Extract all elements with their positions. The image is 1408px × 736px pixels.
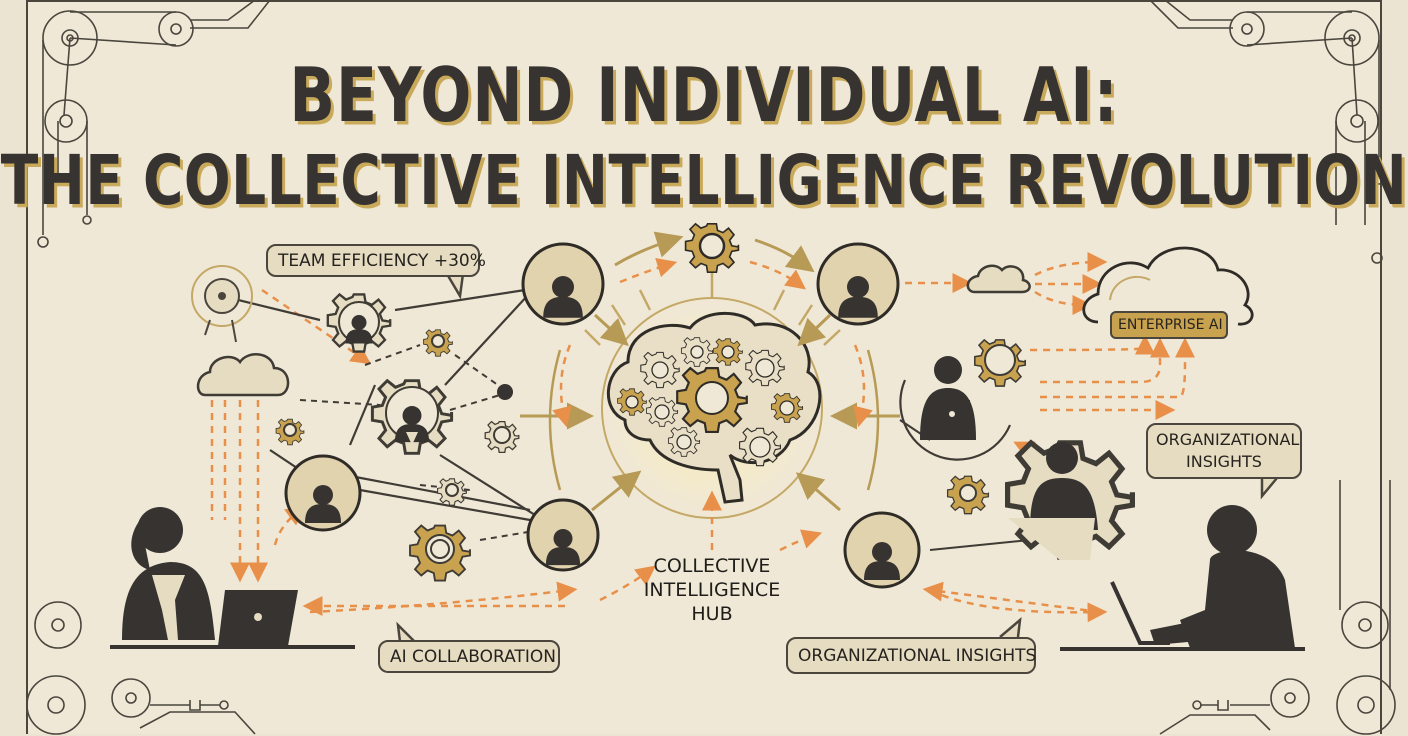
person-gear-node [1008, 442, 1133, 560]
title-line-2: THE COLLECTIVE INTELLIGENCE REVOLUTION [0, 140, 1408, 220]
enterprise-ai-label: ENTERPRISE AI [1110, 311, 1228, 339]
cloud-icon-small [966, 264, 1031, 294]
organizational-insights-right-label: ORGANIZATIONAL INSIGHTS [1146, 423, 1302, 479]
pulley-decoration-bottom-right [1159, 480, 1396, 735]
person-laptop-node [899, 356, 1012, 461]
team-efficiency-label: TEAM EFFICIENCY +30% [266, 244, 486, 277]
hub-label-line-2: INTELLIGENCE [643, 579, 781, 601]
ai-collaboration-label: AI COLLABORATION [378, 640, 560, 673]
collective-intelligence-hub-label: COLLECTIVE INTELLIGENCE HUB [632, 550, 792, 630]
woman-laptop-figure [110, 507, 355, 649]
pulley-decoration-top-right [1149, 0, 1384, 264]
hub-rays [584, 258, 841, 346]
pulley-decoration-top-left [37, 0, 271, 248]
brain-gears-icon [607, 311, 822, 504]
man-laptop-figure [1060, 505, 1305, 651]
hub-label-line-3: HUB [691, 603, 733, 625]
hub-label-line-1: COLLECTIVE [653, 555, 771, 577]
pulley-decoration-bottom-left [26, 601, 256, 735]
cloud-icon-enterprise [1082, 246, 1254, 326]
organizational-insights-bottom-label: ORGANIZATIONAL INSIGHTS [786, 637, 1036, 674]
cloud-icon-left [196, 353, 290, 397]
title-line-1: BEYOND INDIVIDUAL AI: [289, 52, 1119, 140]
radar-node-icon [191, 265, 253, 343]
